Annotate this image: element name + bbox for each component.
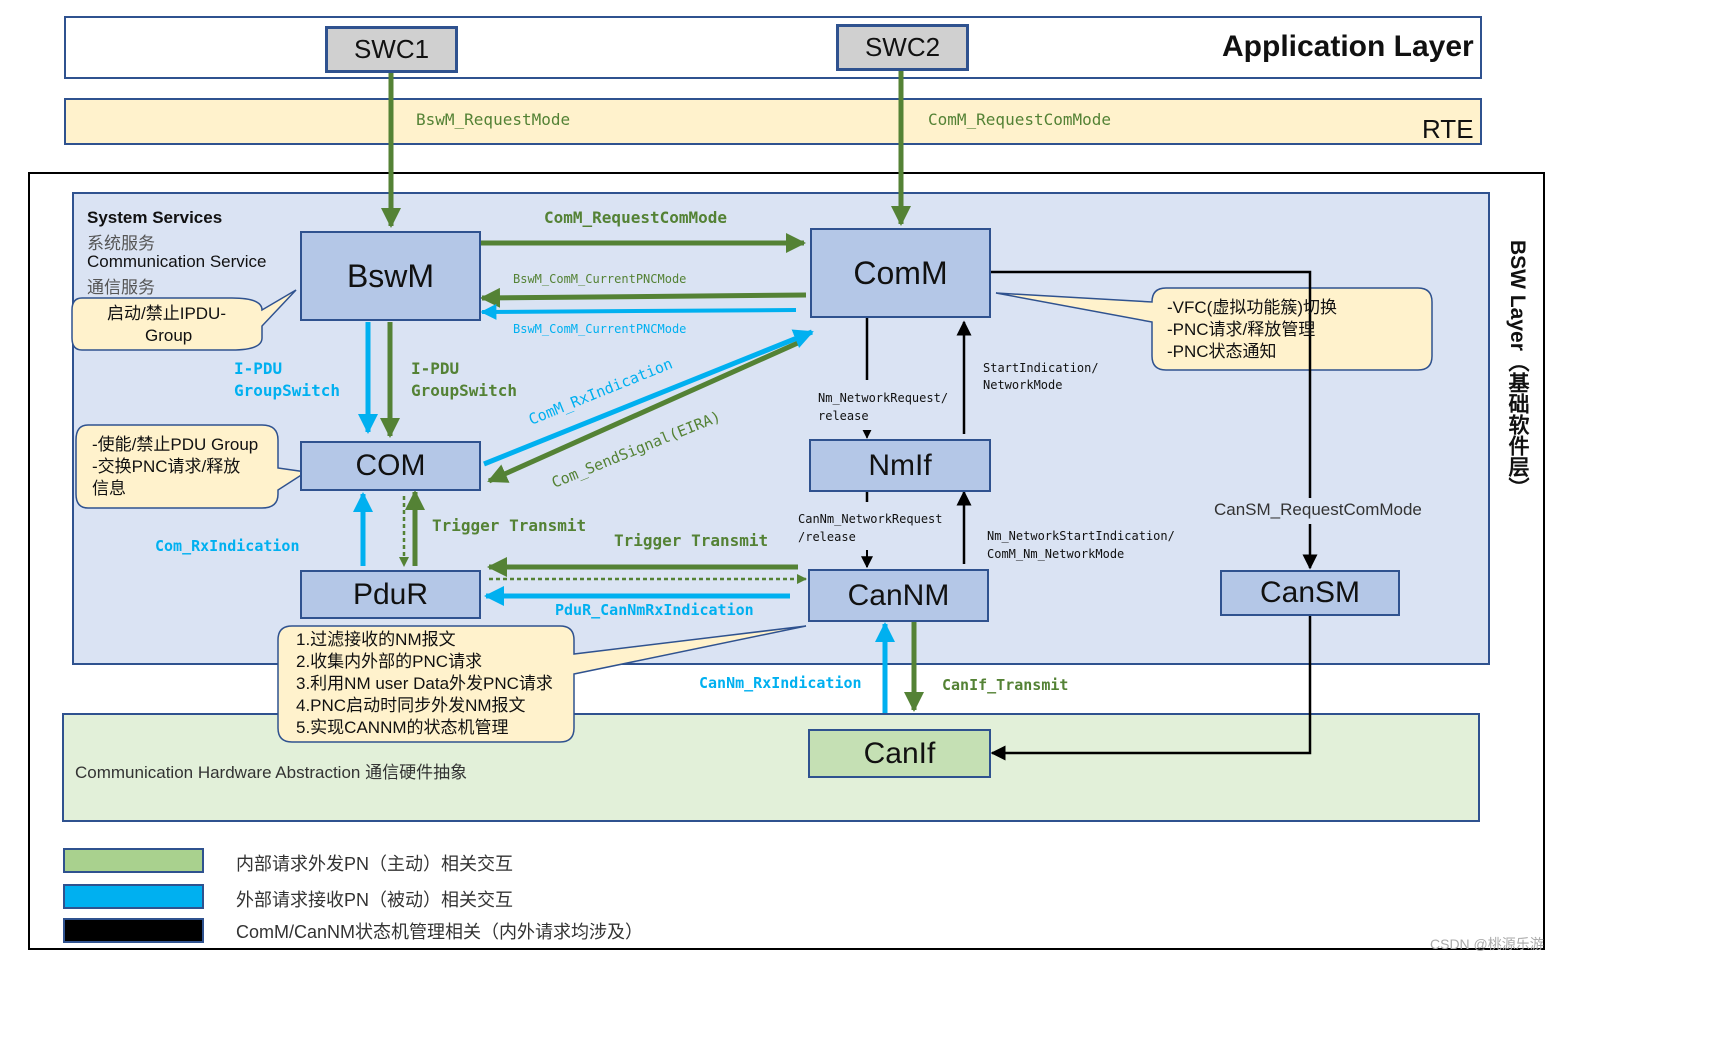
label-nm-network-start-2: ComM_Nm_NetworkMode xyxy=(987,547,1125,561)
communication-service-cn: 通信服务 xyxy=(87,278,155,297)
cannm-callout-line4: 4.PNC启动时同步外发NM报文 xyxy=(296,696,526,715)
cannm-box[interactable]: CanNM xyxy=(808,569,989,622)
legend-text-green: 内部请求外发PN（主动）相关交互 xyxy=(236,854,514,874)
label-com-rx-indication: Com_RxIndication xyxy=(155,537,300,555)
label-comm-request-com-mode-rte: ComM_RequestComMode xyxy=(928,110,1112,129)
label-bswm-current-pnc-green: BswM_ComM_CurrentPNCMode xyxy=(513,272,687,286)
hw-abstraction-title: Communication Hardware Abstraction 通信硬件抽… xyxy=(75,763,468,782)
comm-callout-line2: -PNC请求/释放管理 xyxy=(1167,320,1316,339)
label-pdur-cannm-rx: PduR_CanNmRxIndication xyxy=(555,601,754,619)
label-start-indication-2: NetworkMode xyxy=(983,378,1063,392)
comm-callout-line1: -VFC(虚拟功能簇)切换 xyxy=(1167,298,1337,317)
legend-swatch-blue xyxy=(63,884,204,909)
cansm-box[interactable]: CanSM xyxy=(1220,570,1400,616)
label-ipdu-green-2: GroupSwitch xyxy=(411,381,517,400)
system-services-title: System Services xyxy=(87,208,223,227)
label-cansm-request-com-mode: CanSM_RequestComMode xyxy=(1214,500,1422,520)
label-ipdu-blue-2: GroupSwitch xyxy=(234,381,340,400)
label-ipdu-blue-1: I-PDU xyxy=(234,359,283,378)
com-callout-line2: -交换PNC请求/释放 xyxy=(92,457,241,476)
swc2-box[interactable]: SWC2 xyxy=(836,24,969,71)
comm-callout-shape xyxy=(995,287,1433,371)
com-callout-shape xyxy=(75,424,309,509)
canif-box[interactable]: CanIf xyxy=(808,729,991,778)
nmif-box[interactable]: NmIf xyxy=(809,439,991,492)
label-cannm-network-request-2: /release xyxy=(798,530,856,544)
label-comm-request-com-mode: ComM_RequestComMode xyxy=(544,208,728,227)
bswm-callout-shape xyxy=(71,289,297,351)
legend-text-black: ComM/CanNM状态机管理相关（内外请求均涉及） xyxy=(236,922,644,942)
rte-title: RTE xyxy=(1422,114,1474,144)
cannm-callout-line1: 1.过滤接收的NM报文 xyxy=(296,630,456,649)
label-nm-network-start-1: Nm_NetworkStartIndication/ xyxy=(987,529,1175,543)
rte-layer xyxy=(64,98,1482,145)
legend-text-blue: 外部请求接收PN（被动）相关交互 xyxy=(236,890,514,910)
label-nm-network-request-1: Nm_NetworkRequest/ xyxy=(818,391,949,405)
label-start-indication-1: StartIndication/ xyxy=(983,361,1099,375)
cannm-callout-line5: 5.实现CANNM的状态机管理 xyxy=(296,718,509,737)
label-ipdu-green-1: I-PDU xyxy=(411,359,460,378)
label-cannm-rx-indication: CanNm_RxIndication xyxy=(699,674,862,692)
pdur-box[interactable]: PduR xyxy=(300,570,481,619)
legend-swatch-black xyxy=(63,918,204,943)
com-box[interactable]: COM xyxy=(300,441,481,491)
watermark: CSDN @桃源乐游 xyxy=(1430,936,1544,952)
legend-swatch-green xyxy=(63,848,204,873)
cannm-callout-shape xyxy=(277,625,807,743)
label-trigger-transmit-1: Trigger Transmit xyxy=(432,516,587,535)
bsw-layer-title: BSW Layer（基础软件层） xyxy=(1506,240,1529,498)
application-layer xyxy=(64,16,1482,79)
cannm-callout-line2: 2.收集内外部的PNC请求 xyxy=(296,652,483,671)
label-bswm-request-mode: BswM_RequestMode xyxy=(416,110,571,129)
application-layer-title: Application Layer xyxy=(1222,30,1474,63)
bswm-callout-line2: Group xyxy=(145,326,193,345)
system-services-cn: 系统服务 xyxy=(87,234,155,253)
bswm-callout-line1: 启动/禁止IPDU- xyxy=(107,304,226,323)
label-bswm-current-pnc-blue: BswM_ComM_CurrentPNCMode xyxy=(513,322,687,336)
label-canif-transmit: CanIf_Transmit xyxy=(942,676,1069,694)
com-callout-line3: 信息 xyxy=(92,479,126,498)
comm-callout-line3: -PNC状态通知 xyxy=(1167,342,1277,361)
label-cannm-network-request-1: CanNm_NetworkRequest xyxy=(798,512,943,526)
label-trigger-transmit-2: Trigger Transmit xyxy=(614,531,769,550)
label-nm-network-request-2: release xyxy=(818,409,869,423)
bswm-box[interactable]: BswM xyxy=(300,231,481,321)
cannm-callout-line3: 3.利用NM user Data外发PNC请求 xyxy=(296,674,553,693)
swc1-box[interactable]: SWC1 xyxy=(325,26,458,73)
com-callout-line1: -使能/禁止PDU Group xyxy=(92,435,259,454)
comm-box[interactable]: ComM xyxy=(810,228,991,318)
communication-service-title: Communication Service xyxy=(87,252,267,271)
